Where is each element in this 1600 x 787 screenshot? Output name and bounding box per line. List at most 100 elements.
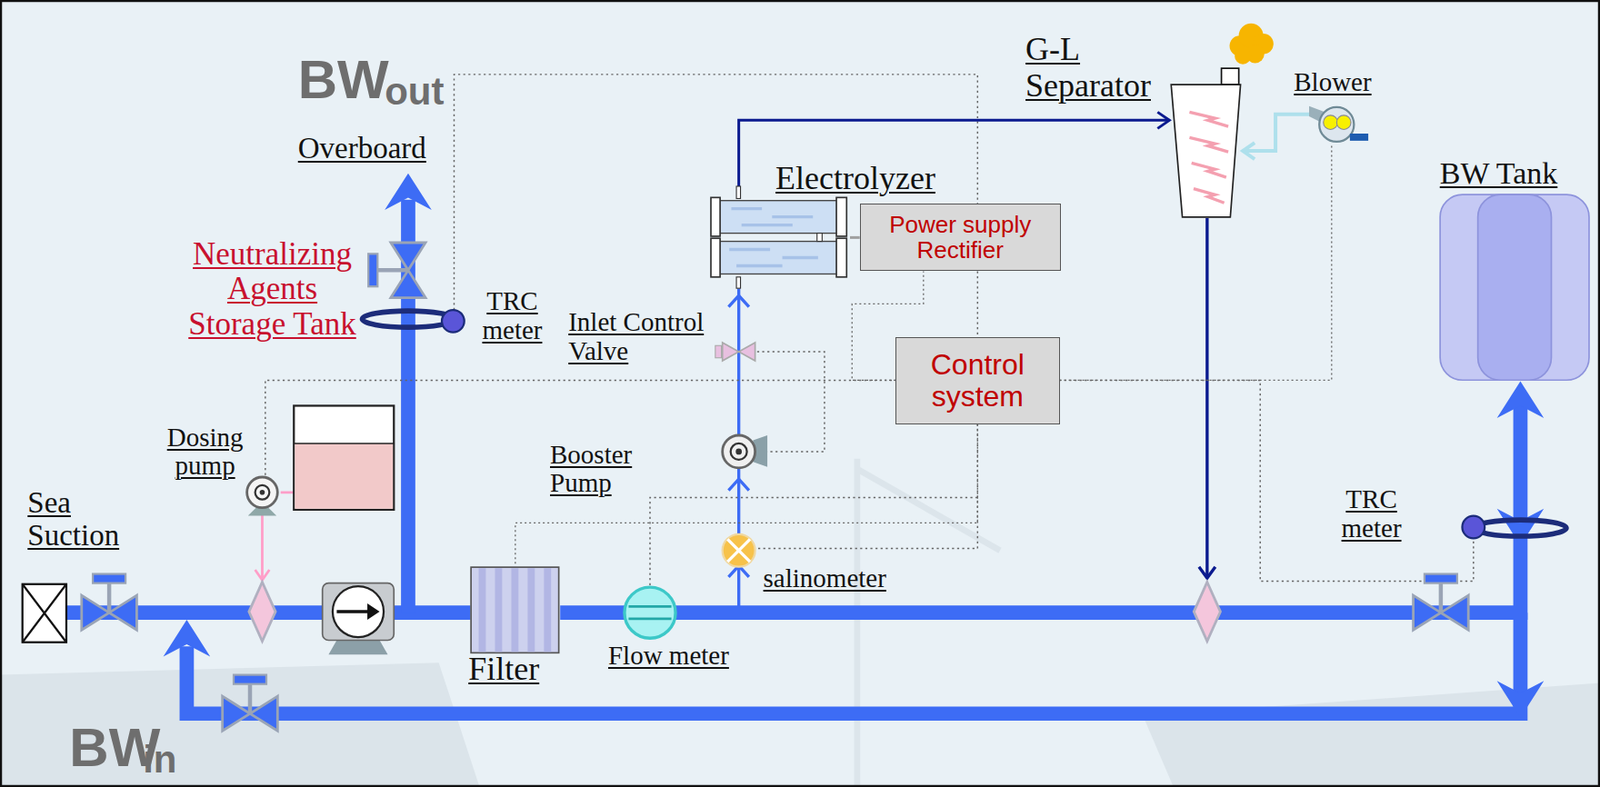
gas-bubbles [1190, 111, 1230, 203]
signal-line [977, 270, 979, 338]
inlet-label: Sea Suction [27, 486, 137, 553]
blower-housing [1319, 107, 1354, 142]
pipe-arrowhead [163, 620, 211, 657]
sea-chest-cross [22, 584, 67, 643]
valve-symbol [81, 574, 138, 631]
signal-line [1059, 380, 1474, 581]
gas-vent [1221, 68, 1240, 85]
flow-tag-subscript: out [384, 70, 444, 113]
trc-sensor-head [441, 310, 465, 333]
tank-liquid [294, 443, 393, 510]
power-cable [850, 237, 860, 239]
power-cable-path [850, 236, 860, 240]
vented-gas-cloud [1230, 23, 1274, 65]
arrowhead [1157, 111, 1170, 129]
valve-stem [1439, 583, 1443, 614]
filter-element [482, 568, 549, 652]
separator-unit: G-L Separator [1169, 83, 1243, 219]
valve-handle [1424, 574, 1458, 584]
end-cap [710, 198, 720, 238]
cell-link [817, 233, 823, 242]
injection-point [249, 582, 276, 642]
cloud-puff [1234, 48, 1251, 65]
valve-symbol [1413, 574, 1470, 631]
salinometer-symbol [722, 534, 756, 568]
electrolyzer-unit-shape [710, 186, 850, 289]
pump-arrow [367, 603, 380, 620]
flow-meter-mark [628, 606, 671, 619]
signal-line [515, 424, 978, 567]
control-box: Control system [895, 337, 1060, 424]
dosing-pump-symbol [247, 477, 279, 509]
power-supply-box: Power supply Rectifier [860, 203, 1061, 271]
part-label: G-L Separator [1025, 31, 1162, 104]
valve-stem [377, 268, 409, 272]
booster-pump-symbol [735, 449, 742, 456]
valve-symbol [222, 675, 279, 732]
pump-housing [322, 583, 395, 641]
liquid-level [293, 442, 394, 445]
end-cap [836, 198, 847, 238]
blower-rotor [1336, 115, 1351, 130]
blower-motor [1350, 133, 1369, 141]
electrolyzer-unit: Electrolyzer [710, 186, 850, 289]
valve-stem [107, 583, 111, 614]
tank-body [1440, 194, 1590, 380]
control-wiring [265, 74, 1474, 587]
end-cap [836, 238, 847, 278]
valve-handle [233, 675, 267, 685]
flow-tag-subscript: in [142, 739, 177, 781]
salinometer-mark [727, 539, 750, 562]
booster-pump-symbol [730, 443, 748, 460]
pump-arrow [336, 610, 371, 613]
valve-handle [368, 253, 378, 287]
booster-pump-symbol [722, 435, 756, 469]
sensor-label: TRC meter [478, 287, 546, 346]
injection-point [1193, 582, 1220, 642]
ballast-tank-shape [1439, 193, 1590, 381]
ship-watermark [0, 662, 480, 787]
box-text: Control system [901, 349, 1054, 413]
end-cap [710, 238, 720, 278]
nozzle [736, 186, 740, 199]
filter-unit-shape [470, 566, 560, 654]
box-text: Power supply Rectifier [866, 211, 1055, 264]
trc-sensor-ring [361, 310, 454, 328]
pump-label: Booster Pump [550, 440, 641, 500]
signal-line-path [515, 424, 978, 567]
valve-symbol [368, 242, 426, 299]
nozzle [736, 277, 740, 289]
part-label: Filter [468, 651, 540, 689]
storage-tank [293, 405, 394, 510]
pipe-arrowhead [1497, 680, 1545, 718]
trc-sensor-ring [1474, 520, 1567, 537]
flow-arrow [1199, 567, 1216, 579]
filter-unit: Filter [470, 566, 560, 654]
blower-unit-shape [1309, 100, 1369, 145]
cell-texture [730, 209, 820, 267]
valve-stem [248, 684, 252, 715]
ballast-pipe-path [560, 403, 1520, 613]
pump-base [328, 640, 388, 655]
sensor-label: salinometer [763, 564, 887, 594]
flow-meter-symbol [624, 587, 676, 639]
pipe-arrowhead [1497, 381, 1545, 419]
valve-label: Inlet Control Valve [568, 308, 712, 367]
flow-tag: BW [298, 50, 390, 110]
pump-symbol [332, 586, 384, 638]
tank-label: Neutralizing Agents Storage Tank [188, 237, 358, 343]
meter-label: Flow meter [608, 641, 730, 671]
sea-chest [22, 584, 67, 643]
tank-body [1477, 194, 1551, 380]
part-label: Blower [1293, 68, 1371, 98]
filter-body [471, 567, 560, 653]
sensor-label: TRC meter [1338, 485, 1406, 544]
valve-handle [92, 574, 126, 584]
dosing-pump-symbol [255, 485, 270, 500]
